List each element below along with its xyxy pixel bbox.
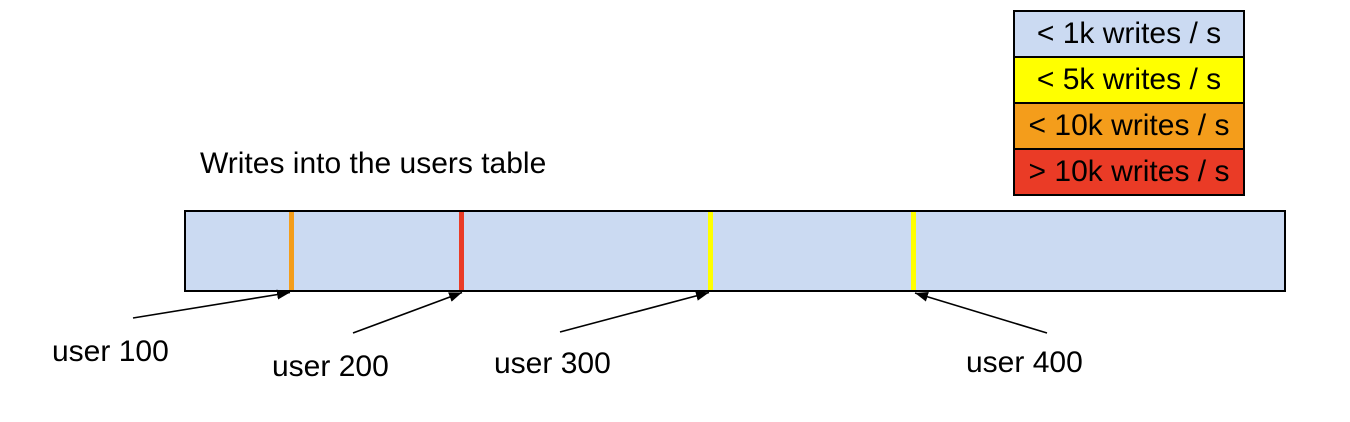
write-hotspot-user-100 [289,212,294,290]
legend-item-lt-10k: < 10k writes / s [1015,102,1243,148]
write-hotspot-user-200 [459,212,464,290]
diagram-title: Writes into the users table [200,147,547,180]
arrow-user-300 [559,290,710,333]
arrow-user-200 [352,291,463,334]
legend-item-lt-5k: < 5k writes / s [1015,56,1243,102]
write-hotspot-user-400 [911,212,916,290]
label-user-200: user 200 [272,350,389,383]
label-user-100: user 100 [52,335,169,368]
arrow-user-100 [132,289,291,319]
users-table-bar [184,210,1286,292]
legend-item-gt-10k: > 10k writes / s [1015,148,1243,194]
legend: < 1k writes / s < 5k writes / s < 10k wr… [1013,10,1245,196]
write-hotspot-user-300 [708,212,713,290]
label-user-400: user 400 [966,346,1083,379]
arrow-user-400 [914,291,1048,334]
legend-item-lt-1k: < 1k writes / s [1015,12,1243,56]
label-user-300: user 300 [494,347,611,380]
